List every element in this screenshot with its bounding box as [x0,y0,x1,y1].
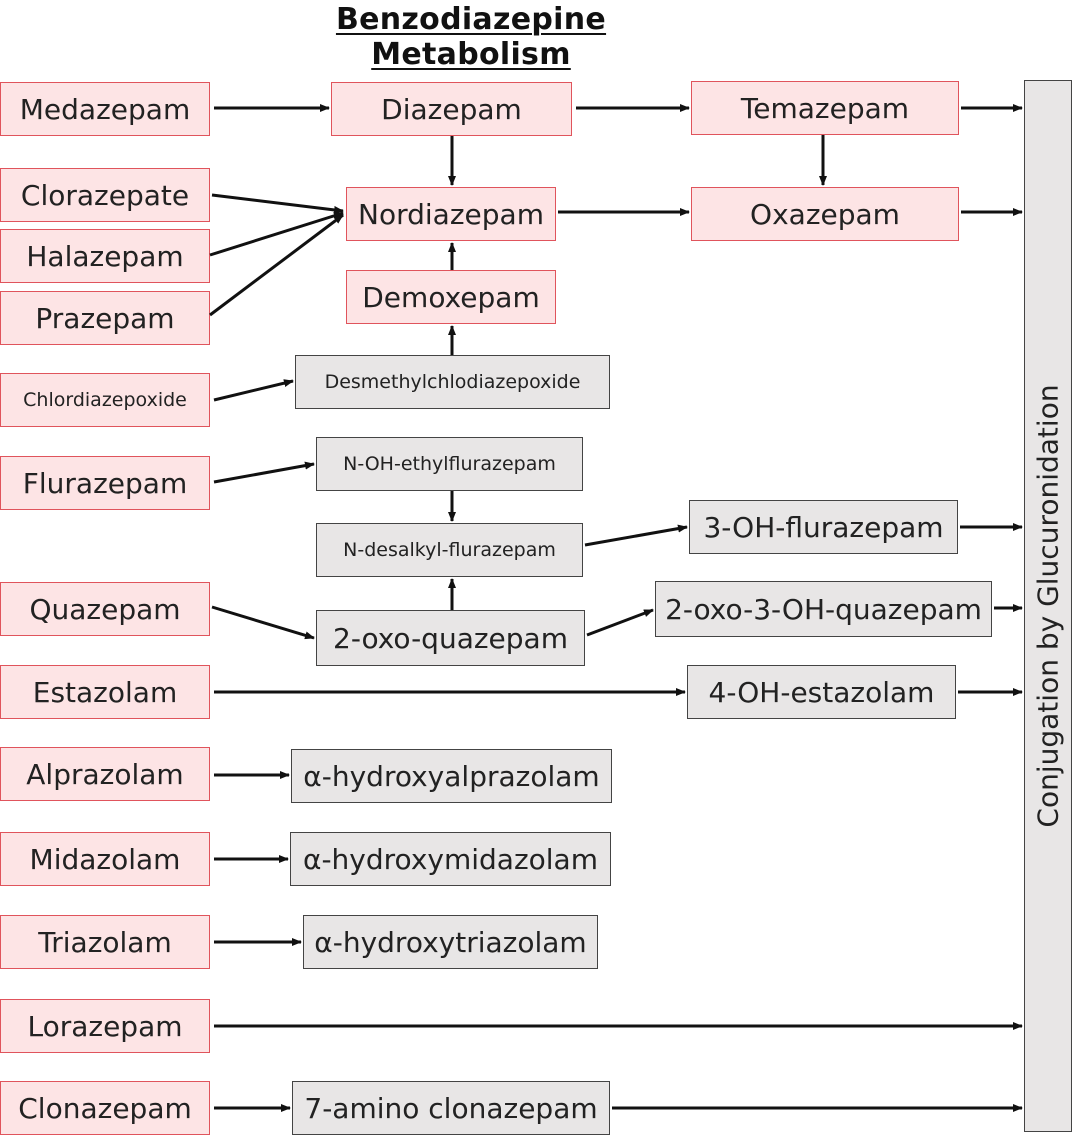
node-lorazepam: Lorazepam [0,999,210,1053]
arrow-flurazepam-n-oh-ethyl [213,461,315,484]
node-halazepam: Halazepam [0,229,210,283]
node-7-amino-clonazepam: 7-amino clonazepam [292,1081,610,1135]
arrow-halazepam-nordiazepam [209,211,344,257]
arrow-n-desalkyl-3-oh-flurazepam [584,524,688,547]
node-2-oxo-3-oh-quazepam: 2-oxo-3-OH-quazepam [655,581,992,637]
node-alpha-hydroxyalprazolam: α-hydroxyalprazolam [291,749,612,803]
node-diazepam: Diazepam [331,82,572,136]
node-alpha-hydroxymidazolam: α-hydroxymidazolam [290,832,611,886]
node-alprazolam: Alprazolam [0,747,210,801]
node-2-oxo-quazepam: 2-oxo-quazepam [316,610,585,666]
node-oxazepam: Oxazepam [691,187,959,241]
arrow-clorazepate-nordiazepam [211,193,344,214]
node-clorazepate: Clorazepate [0,168,210,222]
node-midazolam: Midazolam [0,832,210,886]
node-flurazepam: Flurazepam [0,456,210,510]
node-n-desalkyl-flurazepam: N-desalkyl-flurazepam [316,523,583,577]
node-nordiazepam: Nordiazepam [346,187,556,241]
arrow-quazepam-2-oxo-quazepam [211,605,315,640]
conjugation-box: Conjugation by Glucuronidation [1024,80,1072,1132]
node-prazepam: Prazepam [0,291,210,345]
node-4-oh-estazolam: 4-OH-estazolam [687,665,956,719]
node-quazepam: Quazepam [0,582,210,636]
node-temazepam: Temazepam [691,81,959,135]
node-alpha-hydroxytriazolam: α-hydroxytriazolam [303,915,598,969]
node-triazolam: Triazolam [0,915,210,969]
node-desmethylchlordiazepoxide: Desmethylchlodiazepoxide [295,355,610,409]
node-medazepam: Medazepam [0,82,210,136]
diagram-title: Benzodiazepine Metabolism [335,2,607,72]
arrow-2-oxo-quazepam-2-oxo-3-oh [586,608,654,637]
node-n-oh-ethylflurazepam: N-OH-ethylflurazepam [316,437,583,491]
arrow-prazepam-nordiazepam [209,213,344,317]
arrow-chlordiazepoxide-desmethyl [213,379,294,402]
node-demoxepam: Demoxepam [346,270,556,324]
node-estazolam: Estazolam [0,665,210,719]
node-clonazepam: Clonazepam [0,1081,210,1135]
node-3-oh-flurazepam: 3-OH-flurazepam [689,500,958,554]
node-chlordiazepoxide: Chlordiazepoxide [0,373,210,427]
